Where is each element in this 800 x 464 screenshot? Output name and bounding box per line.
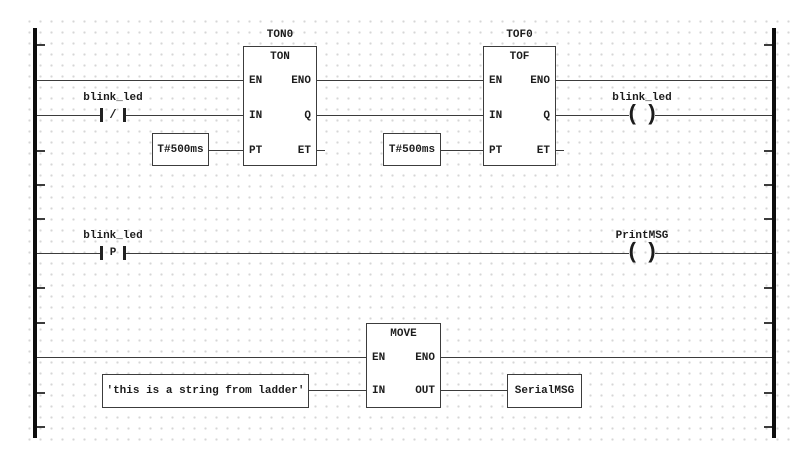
pin-eno: ENO xyxy=(415,352,435,364)
pin-eno: ENO xyxy=(291,75,311,87)
tof0-pt-operand[interactable]: T#500ms xyxy=(383,133,441,166)
rail-tick xyxy=(764,44,772,46)
rail-tick xyxy=(764,322,772,324)
wire xyxy=(125,253,629,254)
wire xyxy=(655,115,772,116)
rail-tick xyxy=(37,218,45,220)
pin-q: Q xyxy=(543,110,550,122)
pin-pt: PT xyxy=(489,145,503,157)
move-out-operand[interactable]: SerialMSG xyxy=(507,374,582,408)
contact-symbol: / xyxy=(109,108,117,122)
rail-tick xyxy=(37,426,45,428)
pin-q: Q xyxy=(304,110,311,122)
contact-label: blink_led xyxy=(83,92,143,104)
wire xyxy=(37,253,101,254)
contact-bar xyxy=(100,246,103,260)
wire xyxy=(309,390,366,391)
pin-en: EN xyxy=(372,352,386,364)
tof0-type-label: TOF xyxy=(509,51,530,63)
rail-tick xyxy=(37,150,45,152)
ton0-type-label: TON xyxy=(270,51,290,63)
coil-paren-left: ( xyxy=(626,240,640,265)
rail-tick xyxy=(37,184,45,186)
wire xyxy=(655,253,772,254)
wire xyxy=(317,150,325,151)
wire xyxy=(37,357,366,358)
contact-bar xyxy=(123,108,126,122)
wire xyxy=(441,150,483,151)
wire xyxy=(441,390,507,391)
wire xyxy=(125,115,243,116)
contact-label: blink_led xyxy=(83,230,143,242)
rail-tick xyxy=(37,322,45,324)
right-power-rail xyxy=(772,28,776,438)
ton0-instance-label: TON0 xyxy=(266,29,294,41)
coil-paren-right: ) xyxy=(645,102,659,127)
ton0-block[interactable]: TON EN ENO IN Q PT ET xyxy=(243,46,317,166)
tof0-block[interactable]: TOF EN ENO IN Q PT ET xyxy=(483,46,556,166)
pin-en: EN xyxy=(489,75,503,87)
wire xyxy=(37,115,101,116)
move-in-operand[interactable]: 'this is a string from ladder' xyxy=(102,374,309,408)
coil-label: PrintMSG xyxy=(615,230,669,242)
wire xyxy=(441,357,772,358)
pin-out: OUT xyxy=(415,385,435,397)
rail-tick xyxy=(764,184,772,186)
rail-tick xyxy=(764,287,772,289)
wire xyxy=(317,115,483,116)
pin-et: ET xyxy=(536,145,550,157)
pin-eno: ENO xyxy=(530,75,550,87)
rail-tick xyxy=(764,392,772,394)
coil-label: blink_led xyxy=(612,92,672,104)
wire xyxy=(556,80,772,81)
wire xyxy=(37,80,243,81)
contact-bar xyxy=(123,246,126,260)
move-block[interactable]: MOVE EN ENO IN OUT xyxy=(366,323,441,408)
wire xyxy=(317,80,483,81)
wire xyxy=(556,150,564,151)
wire xyxy=(556,115,629,116)
pin-in: IN xyxy=(372,385,386,397)
tof0-instance-label: TOF0 xyxy=(506,29,533,41)
pin-in: IN xyxy=(249,110,263,122)
rail-tick xyxy=(37,287,45,289)
rail-tick xyxy=(37,44,45,46)
rail-tick xyxy=(764,150,772,152)
pin-et: ET xyxy=(297,145,311,157)
rail-tick xyxy=(764,218,772,220)
pin-pt: PT xyxy=(249,145,263,157)
ton0-pt-operand[interactable]: T#500ms xyxy=(152,133,209,166)
coil-paren-left: ( xyxy=(626,102,640,127)
coil-paren-right: ) xyxy=(645,240,659,265)
rail-tick xyxy=(764,426,772,428)
contact-symbol: P xyxy=(109,247,117,259)
pin-en: EN xyxy=(249,75,263,87)
contact-bar xyxy=(100,108,103,122)
move-type-label: MOVE xyxy=(390,328,417,340)
left-power-rail xyxy=(33,28,37,438)
rail-tick xyxy=(37,392,45,394)
wire xyxy=(209,150,243,151)
pin-in: IN xyxy=(489,110,503,122)
